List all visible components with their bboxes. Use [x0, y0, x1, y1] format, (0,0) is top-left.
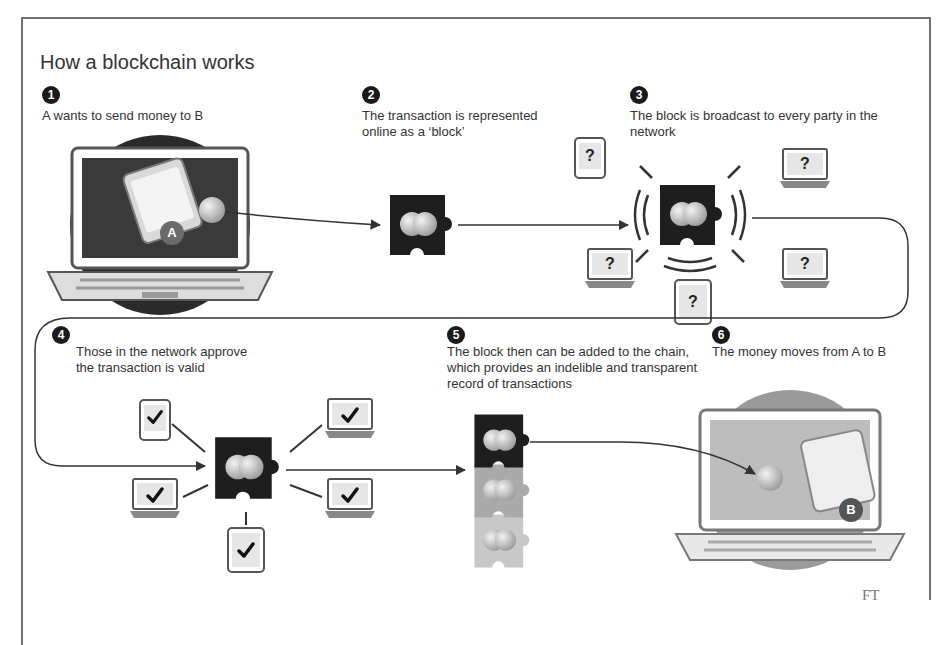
step-number: 3: [630, 86, 648, 104]
device-question: ?: [787, 153, 823, 175]
device-question: ?: [579, 143, 601, 169]
wallet-letter: A: [160, 221, 184, 245]
flow-arrow: [35, 212, 908, 474]
step-number: 1: [42, 86, 60, 104]
device-question: ?: [787, 253, 823, 275]
step-text: The block is broadcast to every party in…: [630, 108, 905, 140]
device-question: ?: [679, 285, 707, 319]
step-text: The transaction is represented online as…: [362, 108, 542, 140]
step-text: The money moves from A to B: [712, 344, 892, 360]
wallet-letter: B: [839, 498, 863, 522]
step-text: Those in the network approve the transac…: [76, 344, 256, 376]
step-number: 4: [52, 326, 70, 344]
step-number: 5: [447, 326, 465, 344]
step-text: The block then can be added to the chain…: [447, 344, 709, 392]
device-question: ?: [592, 253, 628, 275]
watermark: FT: [862, 586, 880, 604]
step-number: 2: [362, 86, 380, 104]
step-text: A wants to send money to B: [42, 108, 252, 124]
diagram-title: How a blockchain works: [40, 50, 255, 74]
step-number: 6: [712, 326, 730, 344]
